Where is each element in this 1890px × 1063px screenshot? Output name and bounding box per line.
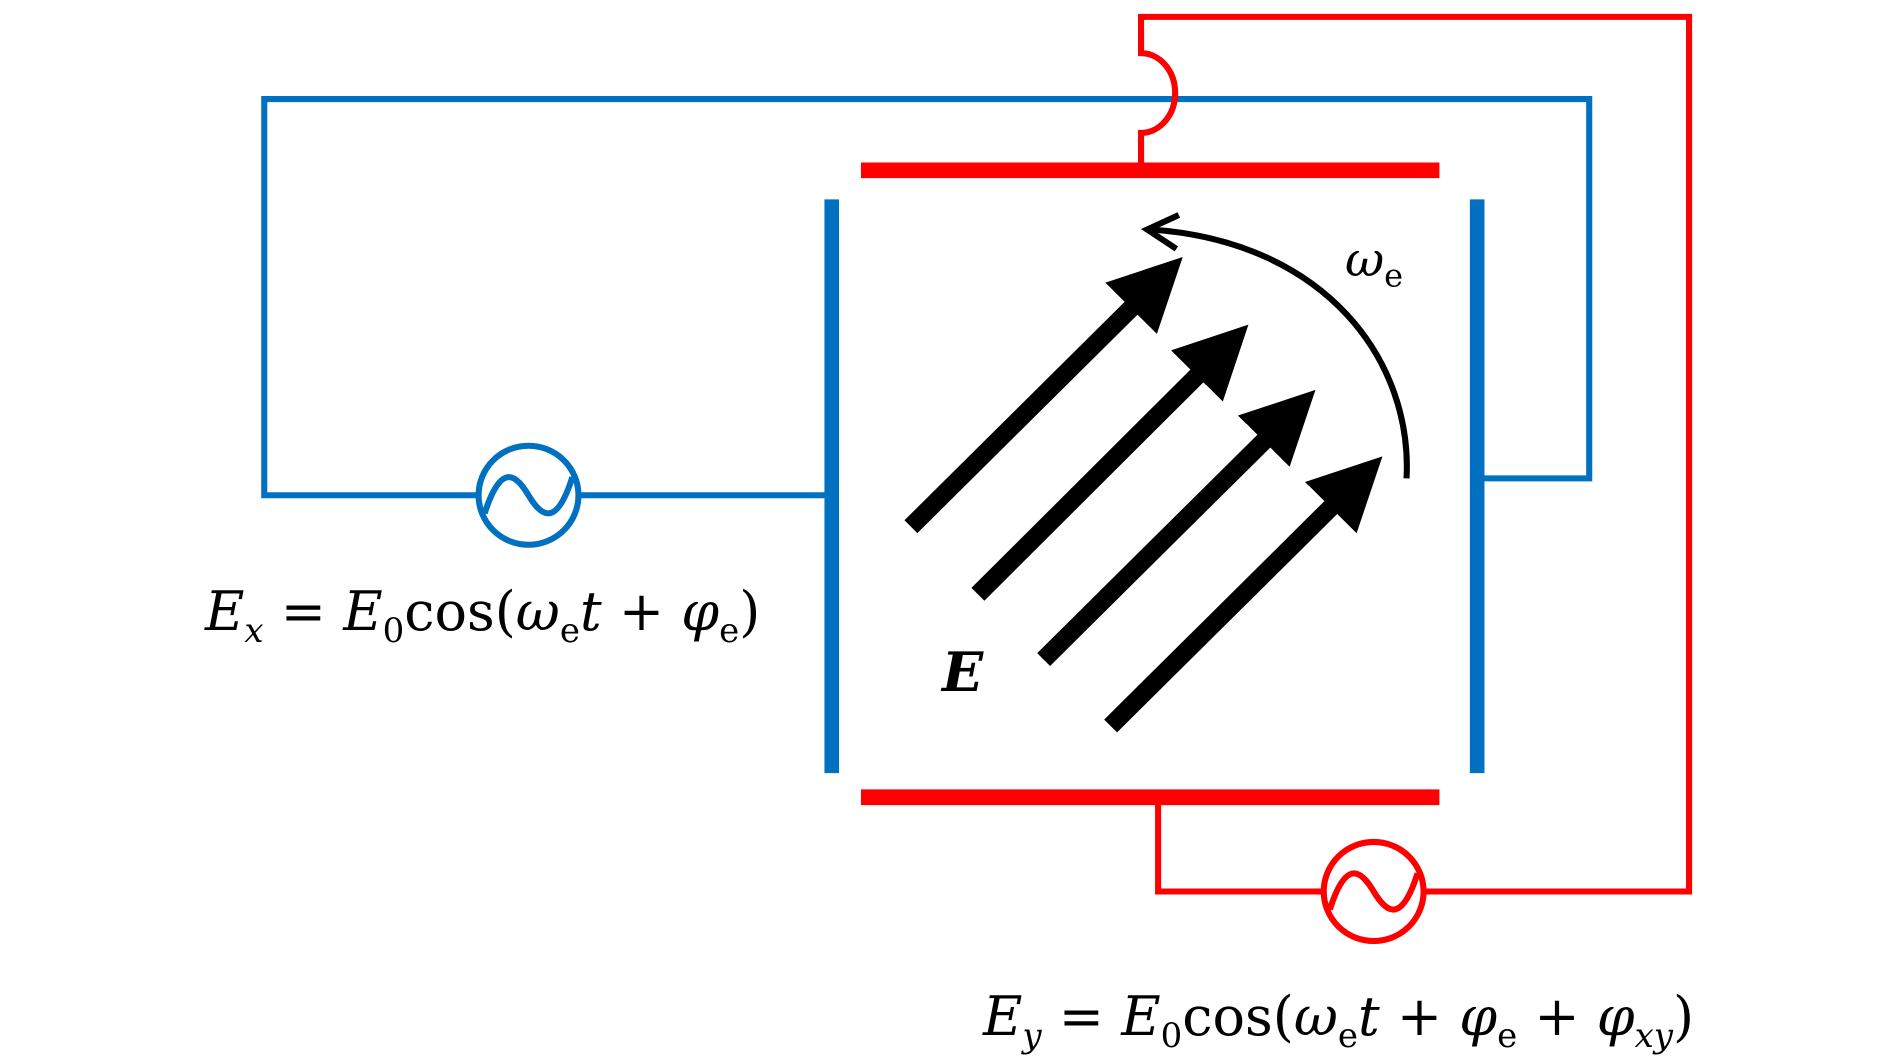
eq-x-close: ) xyxy=(739,580,761,643)
eq-y-func: cos( xyxy=(1182,985,1294,1048)
field-symbol: E xyxy=(942,640,984,704)
ac-source-icon-y xyxy=(1320,838,1427,945)
eq-x-phi: φ xyxy=(681,580,720,643)
x-wire-loop xyxy=(261,96,1593,499)
rotation-arrow-icon xyxy=(1140,212,1410,479)
eq-y-phi: φ xyxy=(1459,985,1498,1048)
field-arrow-icon xyxy=(904,257,1183,534)
field-arrows xyxy=(904,257,1383,733)
eq-x-omega-sub: e xyxy=(559,611,580,651)
eq-y-plus: + xyxy=(1379,985,1460,1048)
eq-y-close: ) xyxy=(1673,985,1695,1048)
eq-x-t: t xyxy=(579,580,602,643)
eq-y-amp-sub: 0 xyxy=(1160,1016,1183,1056)
omega-symbol: ω xyxy=(1345,232,1385,288)
eq-y-phi-sub: e xyxy=(1497,1016,1518,1056)
eq-y-phi2: φ xyxy=(1596,985,1635,1048)
y-wire-bottom xyxy=(1155,797,1323,895)
eq-x-lhs: E xyxy=(205,580,245,643)
eq-y-lhs: E xyxy=(983,985,1023,1048)
field-label: E xyxy=(942,640,983,704)
eq-x-amp-sub: 0 xyxy=(382,611,405,651)
equation-y: Ey = E0cos(ωet + φe + φxy) xyxy=(983,990,1694,1056)
eq-y-lhs-sub: y xyxy=(1022,1016,1042,1056)
eq-y-plus2: + xyxy=(1517,985,1597,1048)
eq-x-equals: = xyxy=(263,580,344,643)
omega-label: ωe xyxy=(1345,232,1403,295)
equation-x: Ex = E0cos(ωet + φe) xyxy=(205,585,760,651)
x-circuit xyxy=(261,96,1593,774)
y-circuit xyxy=(860,13,1693,945)
eq-x-plus: + xyxy=(601,580,682,643)
ac-source-icon-x xyxy=(475,442,582,548)
eq-x-omega: ω xyxy=(515,580,560,643)
field-arrow-icon xyxy=(1104,456,1383,733)
eq-y-omega-sub: e xyxy=(1337,1016,1358,1056)
eq-y-t: t xyxy=(1358,985,1380,1048)
y-wire-top-crossover xyxy=(1138,13,1693,895)
eq-x-phi-sub: e xyxy=(719,611,740,651)
eq-y-omega: ω xyxy=(1293,985,1338,1048)
eq-y-phi2-sub: xy xyxy=(1634,1016,1673,1056)
eq-y-equals: = xyxy=(1041,985,1122,1048)
field-arrow-icon xyxy=(1037,389,1316,666)
eq-x-func: cos( xyxy=(404,580,516,643)
eq-y-amp: E xyxy=(1121,985,1161,1048)
omega-subscript: e xyxy=(1384,256,1404,295)
eq-x-lhs-sub: x xyxy=(244,611,264,651)
field-arrow-icon xyxy=(971,324,1249,601)
eq-x-amp: E xyxy=(343,580,383,643)
